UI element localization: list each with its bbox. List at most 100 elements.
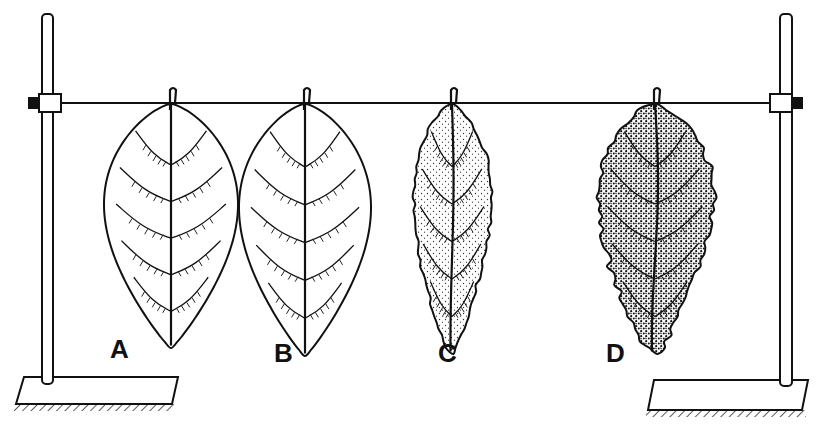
leaf-blade (239, 104, 371, 356)
leaf-hatching (667, 273, 670, 278)
leaf-hatching (664, 311, 667, 316)
leaf-hatching (621, 184, 624, 189)
leaf-hatching (295, 277, 298, 282)
leaf-vein (256, 245, 305, 280)
leaf-hatching (659, 163, 662, 168)
leaf-hatching (440, 157, 443, 162)
leaf-stalk (451, 88, 457, 110)
leaf-hatching (129, 218, 132, 223)
leaf-vein (171, 277, 208, 311)
midrib (450, 104, 453, 352)
leaf-hatching (330, 146, 333, 151)
leaf-hatching (456, 200, 459, 205)
leaf (104, 88, 238, 348)
leaf-hatching (455, 313, 458, 318)
leaf-hatching (153, 156, 156, 161)
leaf-hatching (206, 255, 209, 260)
leaf-hatching (669, 307, 672, 312)
leaf-hatching (147, 298, 150, 303)
callout-letter: C (438, 340, 457, 366)
leaf-hatching (160, 235, 163, 240)
leaf-vein (608, 207, 655, 242)
leaf-vein (255, 170, 305, 205)
leaf-hatching (321, 309, 324, 314)
leaf-hatching (281, 195, 284, 200)
leaf-hatching (446, 313, 449, 318)
leaf-stalk (170, 88, 176, 110)
leaf-hatching (643, 161, 646, 166)
leaf-hatching (264, 222, 267, 227)
leaf-hatching (210, 218, 213, 223)
leaf-hatching (294, 239, 297, 244)
leaf-vein (171, 204, 226, 238)
leaf-hatching (625, 227, 628, 232)
leaf-hatching (334, 191, 337, 196)
leaf-vein (655, 207, 702, 242)
leaf-hatching (639, 157, 642, 162)
leaf-vein (422, 169, 452, 204)
leaf-hatching (426, 221, 429, 226)
leaf-hatching (674, 195, 677, 200)
leaf-vein (655, 132, 686, 167)
leaf-hatching (192, 266, 195, 271)
leaf-vein (251, 207, 305, 242)
leaf-hatching (274, 266, 277, 271)
leaf-vein (655, 282, 687, 317)
leaf-hatching (634, 270, 637, 275)
leaf-hatching (672, 152, 675, 157)
leaf-hatching (202, 224, 205, 229)
leaf-vein (171, 241, 221, 275)
leaf-hatching (326, 304, 329, 309)
leaf-hatching (645, 238, 648, 243)
leaf-hatching (668, 236, 671, 241)
leaf-hatching (434, 296, 437, 301)
leaf-hatching (266, 184, 269, 189)
leaf-hatching (287, 237, 290, 242)
leaf-hatching (445, 275, 448, 280)
leaf-hatching (428, 184, 431, 189)
leaf-hatching (182, 306, 185, 311)
leaf-hatching (319, 199, 322, 204)
leaf-hatching (682, 227, 685, 232)
leaf-hatching (635, 152, 638, 157)
leaf-hatching (194, 229, 197, 234)
leaf-hatching (639, 198, 642, 203)
leaf-hatching (148, 151, 151, 156)
leaf-hatching (191, 151, 194, 156)
leaf-hatching (133, 255, 136, 260)
leaf-hatching (137, 224, 140, 229)
leaf-hatching (315, 312, 318, 317)
leaf-hatching (157, 306, 160, 311)
leaf-blade (413, 104, 493, 354)
callout-letter: A (110, 336, 129, 362)
leaf-hatching (163, 161, 166, 166)
leaf-hatching (143, 145, 146, 150)
leaf-hatching (341, 184, 344, 189)
leaf-hatching (132, 182, 135, 187)
leaf-hatching (277, 146, 280, 151)
midrib (652, 104, 658, 352)
leaf-hatching (436, 195, 439, 200)
leaf-hatching (461, 236, 464, 241)
leaf-hatching (295, 201, 298, 206)
leaf-vein (612, 244, 655, 279)
leaf-hatching (662, 238, 665, 243)
leaf-hatching (185, 196, 188, 201)
leaf-hatching (467, 146, 470, 151)
leaf-vein (420, 207, 452, 242)
leaf-hatching (178, 198, 181, 203)
leaf-hatching (470, 227, 473, 232)
leaf-hatching (340, 260, 343, 265)
leaf-hatching (292, 312, 295, 317)
leaf-hatching (668, 198, 671, 203)
leaf-hatching (325, 153, 328, 158)
leaf-hatching (273, 191, 276, 196)
leaf-vein (623, 282, 655, 317)
leaf-hatching (673, 302, 676, 307)
leaf-hatching (326, 195, 329, 200)
leaf-hatching (630, 146, 633, 151)
leaf-vein (171, 131, 206, 165)
leaf-hatching (336, 228, 339, 233)
leaf-hatching (437, 152, 440, 157)
leaf-hatching (441, 273, 444, 278)
